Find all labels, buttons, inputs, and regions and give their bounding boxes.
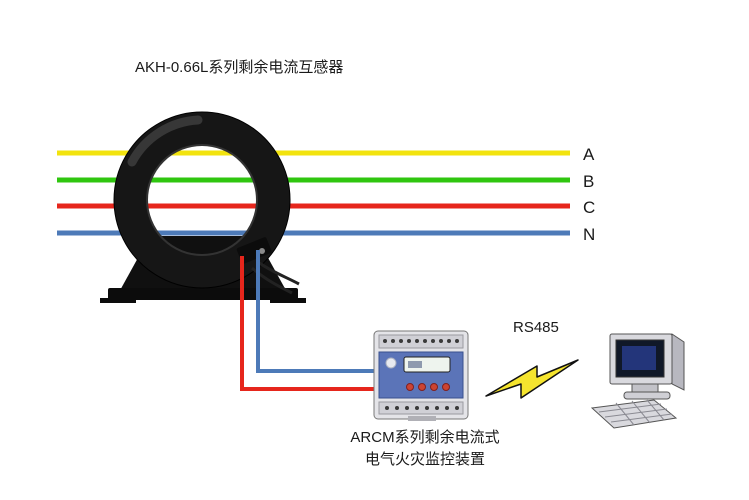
device-buttons — [406, 383, 450, 391]
ct-ring-body — [113, 111, 291, 289]
device-caption-line2: 电气火灾监控装置 — [365, 451, 485, 468]
device-din-clip — [408, 416, 436, 421]
ct-bracket-base — [108, 288, 298, 300]
keyboard-keys — [598, 399, 673, 426]
ct-ring-highlight — [127, 115, 203, 167]
ct-pigtail-wire-2 — [251, 266, 293, 295]
monitor-neck — [631, 383, 659, 393]
secondary-wire-blue — [256, 250, 378, 373]
device-bottom-terminals — [385, 406, 459, 410]
ct-ring-inner-rim — [146, 144, 258, 256]
phase-label-c: C — [583, 198, 595, 217]
rs485-label: RS485 — [513, 319, 559, 336]
device-logo — [385, 357, 397, 369]
phase-label-n: N — [583, 225, 595, 244]
phase-label-b: B — [583, 172, 594, 191]
device-top-terminal-strip — [378, 334, 464, 349]
ct-bracket-foot-right — [270, 298, 306, 303]
lightning-icon — [485, 359, 579, 399]
device-display — [403, 356, 451, 373]
monitor-side — [671, 333, 685, 391]
computer-icon — [590, 333, 685, 429]
monitor-screen-glow — [622, 346, 656, 370]
device-display-digits — [408, 361, 422, 368]
ct-pigtail-wire-1 — [257, 260, 300, 286]
device-bottom-terminal-strip — [378, 401, 464, 415]
arcm-device — [373, 330, 469, 421]
secondary-wire-red — [240, 256, 378, 391]
phase-label-a: A — [583, 145, 595, 164]
ct-bracket-foot-left — [100, 298, 136, 303]
ct-terminal — [236, 237, 300, 295]
ct-ring — [113, 111, 291, 289]
ct-terminal-screw — [259, 248, 265, 254]
device-caption-line1: ARCM系列剩余电流式 — [350, 428, 499, 446]
monitor-base — [623, 391, 671, 400]
diagram-title: AKH-0.66L系列剩余电流互感器 — [135, 58, 343, 76]
device-top-terminals — [383, 339, 459, 343]
ct-terminal-block — [236, 237, 272, 264]
